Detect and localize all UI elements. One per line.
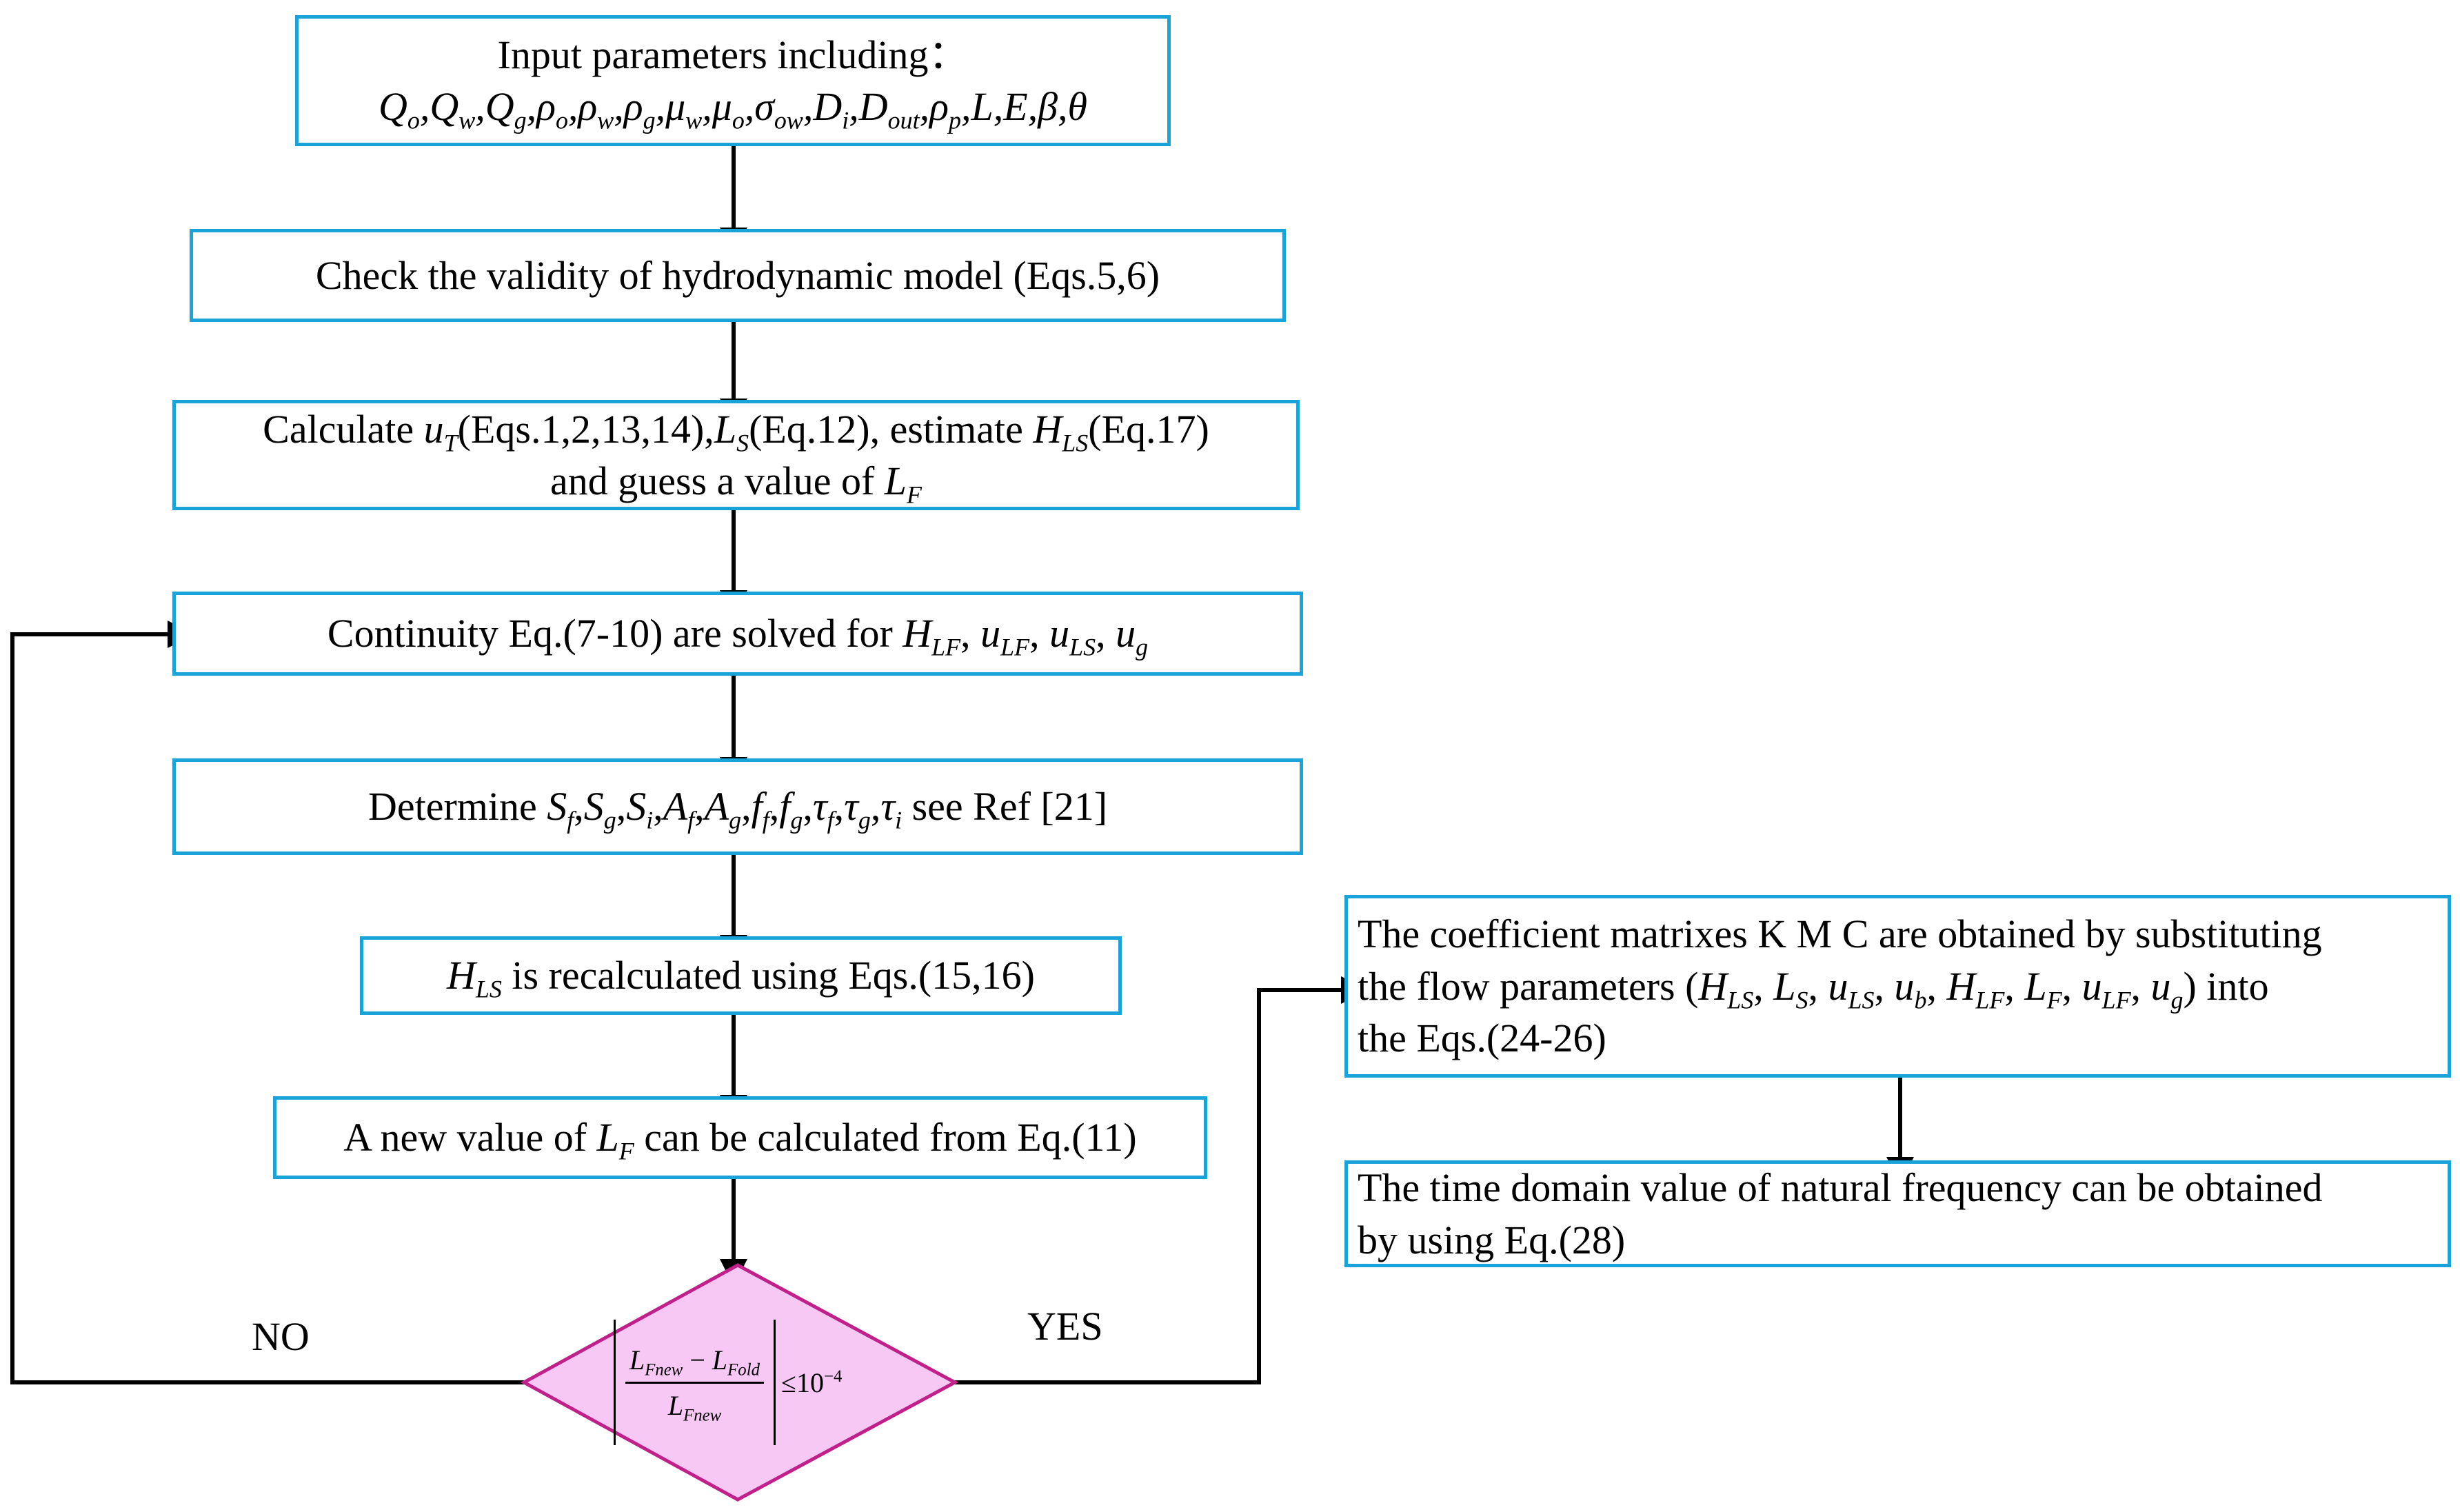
determine-var-4: Ag — [704, 784, 742, 834]
input-param-7: μo — [712, 84, 745, 134]
input-param-8: σow — [754, 84, 803, 134]
determine-var-2: Si — [626, 784, 654, 834]
recalc-text: HLS is recalculated using Eqs.(15,16) — [447, 953, 1035, 1003]
yes-label: YES — [1027, 1304, 1103, 1349]
input-param-4: ρw — [578, 84, 614, 134]
time-domain-line-1: The time domain value of natural frequen… — [1358, 1165, 2323, 1211]
input-param-5: ρg — [623, 84, 656, 134]
continuity-text: Continuity Eq.(7-10) are solved for HLF,… — [327, 611, 1149, 661]
fraction: LFnew − LFold LFnew — [625, 1344, 764, 1425]
no-label: NO — [252, 1314, 310, 1359]
input-heading: Input parameters including： — [497, 32, 969, 77]
input-param-10: Dout — [858, 84, 920, 134]
coef-var-5: LF — [2024, 963, 2062, 1014]
calculate-line-2: and guess a value of LF — [550, 458, 923, 509]
determine-text: Determine Sf,Sg,Si,Af,Ag,ff,fg,τf,τg,τi … — [367, 784, 1108, 834]
convergence-condition: LFnew − LFold LFnew ≤10−4 — [614, 1320, 843, 1445]
input-param-2: Qg — [485, 84, 527, 134]
fraction-denominator: LFnew — [667, 1389, 722, 1425]
coefficient-line-3: the Eqs.(24-26) — [1358, 1016, 1606, 1061]
coef-var-4: HLF — [1946, 963, 2005, 1014]
coef-var-7: ug — [2150, 963, 2184, 1014]
input-param-14: β — [1038, 84, 1058, 129]
arrow-no-loop — [10, 632, 524, 1384]
tolerance: ≤10−4 — [781, 1367, 843, 1398]
recalc-box: HLS is recalculated using Eqs.(15,16) — [360, 936, 1122, 1015]
coef-var-0: HLS — [1698, 963, 1754, 1014]
determine-var-6: fg — [779, 784, 803, 834]
continuity-box: Continuity Eq.(7-10) are solved for HLF,… — [172, 592, 1303, 676]
continuity-var-3: ug — [1116, 611, 1149, 661]
input-param-11: ρp — [929, 84, 961, 134]
input-param-1: Qw — [430, 84, 476, 134]
continuity-var-1: uLF — [980, 611, 1030, 661]
determine-var-0: Sf — [547, 784, 574, 834]
input-params-list: Qo,Qw,Qg,ρo,ρw,ρg,μw,μo,σow,Di,Dout,ρp,L… — [378, 84, 1088, 134]
input-param-0: Qo — [378, 84, 420, 134]
input-param-3: ρo — [536, 84, 568, 134]
input-param-6: μw — [665, 84, 703, 134]
new-value-text: A new value of LF can be calculated from… — [343, 1115, 1137, 1165]
continuity-var-2: uLS — [1049, 611, 1096, 661]
coefficient-box: The coefficient matrixes K M C are obtai… — [1344, 895, 2451, 1078]
new-value-box: A new value of LF can be calculated from… — [273, 1096, 1207, 1179]
input-param-13: E — [1003, 84, 1028, 129]
check-validity-text: Check the validity of hydrodynamic model… — [315, 252, 1160, 298]
calculate-line-1: Calculate uT(Eqs.1,2,13,14),LS(Eq.12), e… — [263, 406, 1209, 457]
determine-var-7: τf — [812, 784, 834, 834]
time-domain-box: The time domain value of natural frequen… — [1344, 1160, 2451, 1267]
continuity-var-0: HLF — [903, 611, 961, 661]
determine-var-3: Af — [663, 784, 695, 834]
coef-var-6: uLF — [2081, 963, 2131, 1014]
fraction-numerator: LFnew − LFold — [625, 1344, 764, 1384]
coef-var-1: LS — [1773, 963, 1808, 1014]
determine-var-8: τg — [844, 784, 871, 834]
calculate-box: Calculate uT(Eqs.1,2,13,14),LS(Eq.12), e… — [172, 400, 1300, 510]
determine-var-1: Sg — [583, 784, 616, 834]
check-validity-box: Check the validity of hydrodynamic model… — [190, 229, 1286, 322]
coef-var-2: uLS — [1828, 963, 1875, 1014]
arrow-yes-path — [951, 988, 1342, 1384]
time-domain-line-2: by using Eq.(28) — [1358, 1217, 1626, 1262]
coefficient-line-2: the flow parameters (HLS, LS, uLS, ub, H… — [1358, 963, 2269, 1014]
input-param-12: L — [971, 84, 994, 129]
input-param-9: Di — [813, 84, 849, 134]
input-parameters-box: Input parameters including： Qo,Qw,Qg,ρo,… — [295, 15, 1171, 146]
determine-var-5: ff — [751, 784, 769, 834]
coef-var-3: ub — [1894, 963, 1927, 1014]
coefficient-line-1: The coefficient matrixes K M C are obtai… — [1358, 911, 2322, 957]
input-param-15: θ — [1067, 84, 1088, 129]
determine-box: Determine Sf,Sg,Si,Af,Ag,ff,fg,τf,τg,τi … — [172, 758, 1303, 855]
determine-var-9: τi — [880, 784, 903, 834]
absolute-value-bars: LFnew − LFold LFnew — [614, 1320, 776, 1445]
